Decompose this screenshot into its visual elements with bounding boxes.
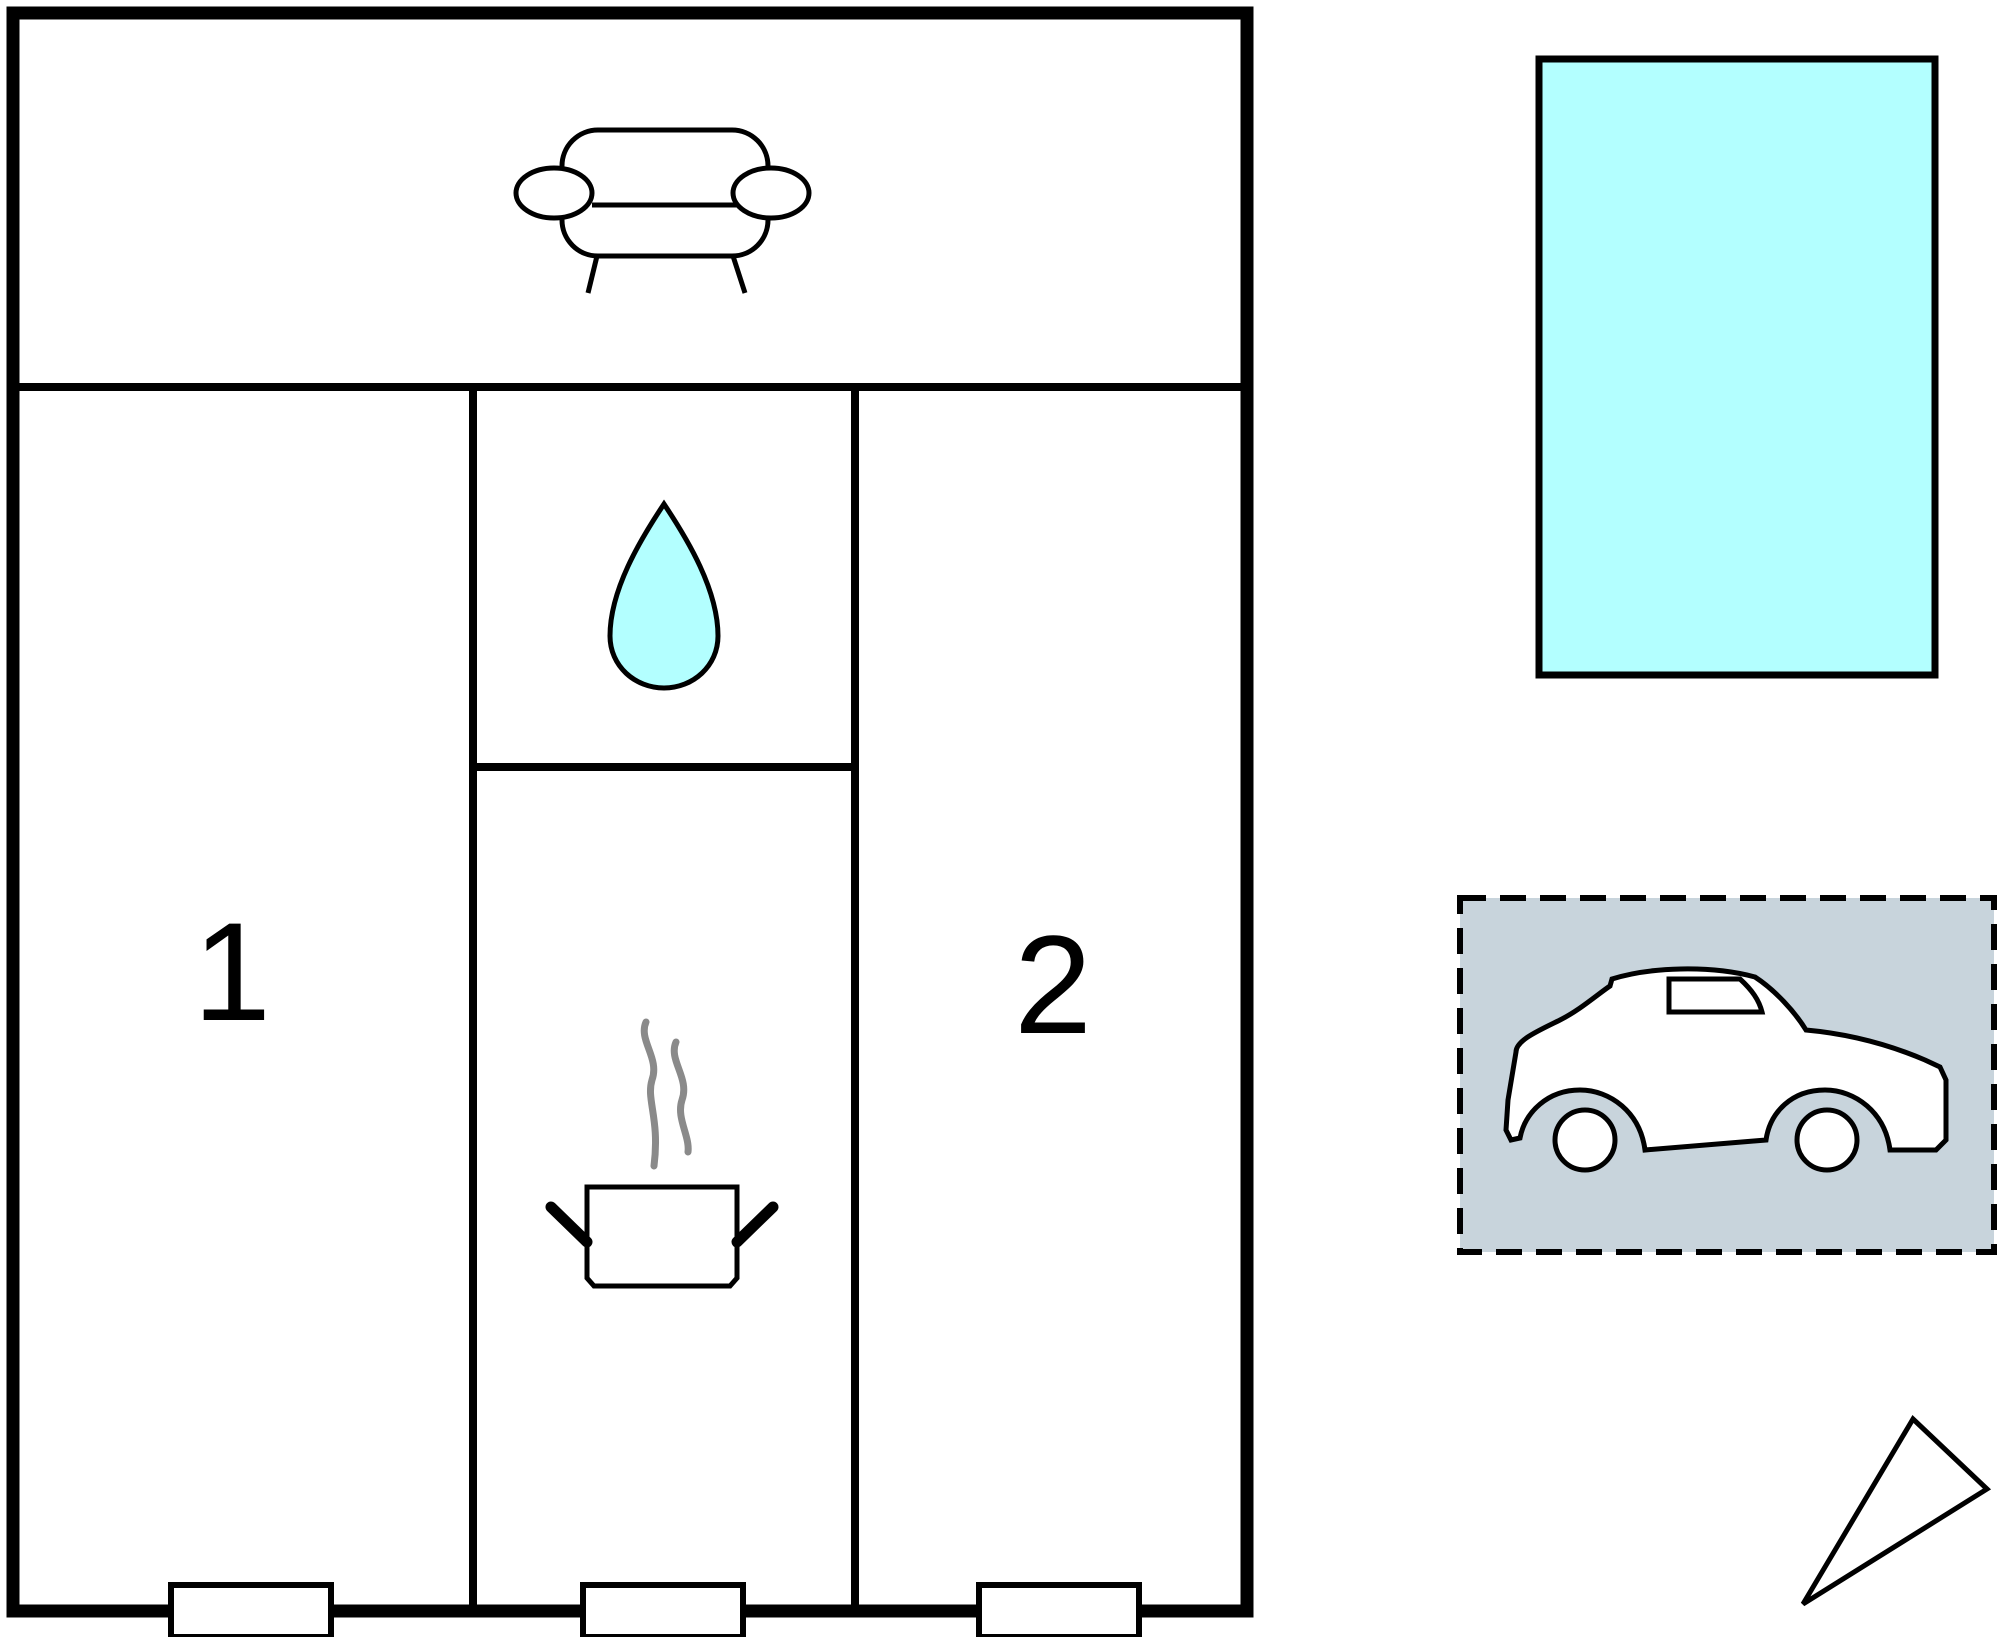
car-icon xyxy=(1503,966,1949,1173)
water-drop-icon xyxy=(607,499,721,691)
pool xyxy=(1535,55,1939,679)
house-outline xyxy=(6,6,1254,1618)
steam-icon xyxy=(640,1018,660,1170)
north-arrow-icon xyxy=(1800,1415,1992,1607)
steam-icon xyxy=(670,1038,692,1156)
bedroom-2-label: 2 xyxy=(1014,906,1092,1063)
window-kitchen xyxy=(580,1582,746,1637)
window-bedroom-1 xyxy=(168,1582,334,1637)
window-bedroom-2 xyxy=(976,1582,1142,1637)
steaming-pot-icon xyxy=(545,1018,779,1289)
sofa-icon xyxy=(513,127,812,294)
bedroom-1-label: 1 xyxy=(193,893,271,1050)
